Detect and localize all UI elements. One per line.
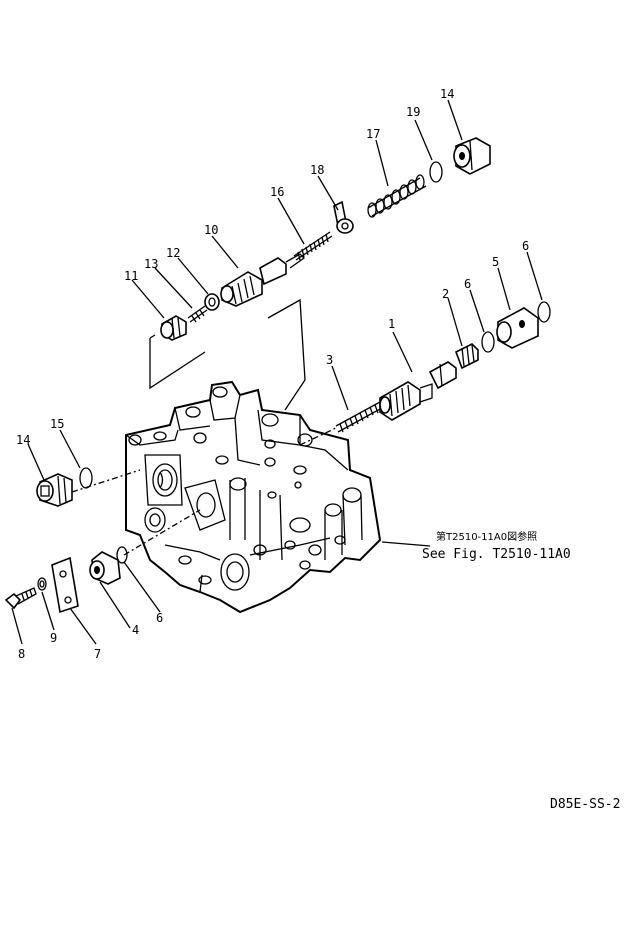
spring-17 xyxy=(367,174,427,218)
centerline-spool xyxy=(299,427,337,446)
assembly-bracket xyxy=(149,298,306,411)
sleeve-5 xyxy=(496,307,539,349)
centerline-front xyxy=(123,509,201,556)
label-part-1: 1 xyxy=(388,317,395,331)
label-part-9: 9 xyxy=(50,631,57,645)
label-part-6-front: 6 xyxy=(156,611,163,625)
label-part-18: 18 xyxy=(310,163,324,177)
label-part-6-mid: 6 xyxy=(464,277,471,291)
plug-14-left xyxy=(36,473,73,507)
label-part-17: 17 xyxy=(366,127,380,141)
label-part-2: 2 xyxy=(442,287,449,301)
label-part-13: 13 xyxy=(144,257,158,271)
label-part-10: 10 xyxy=(204,223,218,237)
label-part-6-right: 6 xyxy=(522,239,529,253)
label-part-12: 12 xyxy=(166,246,180,260)
label-part-14-left: 14 xyxy=(16,433,30,447)
label-part-8: 8 xyxy=(18,647,25,661)
plug-4 xyxy=(89,551,121,585)
label-part-15: 15 xyxy=(50,417,64,431)
label-part-5: 5 xyxy=(492,255,499,269)
part-13 xyxy=(187,305,208,323)
part-11 xyxy=(160,315,187,341)
label-part-4: 4 xyxy=(132,623,139,637)
washer-9 xyxy=(37,577,47,591)
label-part-19: 19 xyxy=(406,105,420,119)
o-ring-6-front xyxy=(116,546,128,564)
part-12 xyxy=(204,293,220,311)
spool-1 xyxy=(379,361,457,421)
spool-10 xyxy=(220,253,306,307)
reference-note-english: See Fig. T2510-11A0 xyxy=(422,547,571,562)
label-part-11: 11 xyxy=(124,269,138,283)
o-ring-6-mid xyxy=(481,331,495,353)
label-part-3: 3 xyxy=(326,353,333,367)
label-part-16: 16 xyxy=(270,185,284,199)
label-part-14-top: 14 xyxy=(440,87,454,101)
drawing-code: D85E-SS-2 xyxy=(550,797,620,812)
o-ring-6-right xyxy=(537,301,551,323)
spring-16 xyxy=(293,231,333,261)
label-part-7: 7 xyxy=(94,647,101,661)
plate-7 xyxy=(51,556,79,614)
part-2 xyxy=(454,343,479,370)
plug-14-top xyxy=(453,137,491,175)
centerline-plug xyxy=(71,469,141,493)
o-ring-15 xyxy=(79,467,93,489)
reference-note-japanese: 第T2510-11A0図参照 xyxy=(436,530,537,543)
spring-3 xyxy=(335,401,383,433)
bolt-8 xyxy=(4,587,37,610)
o-ring-19 xyxy=(429,161,443,183)
valve-body xyxy=(125,380,382,614)
pin-18 xyxy=(333,200,354,234)
leader-lines xyxy=(11,99,543,645)
